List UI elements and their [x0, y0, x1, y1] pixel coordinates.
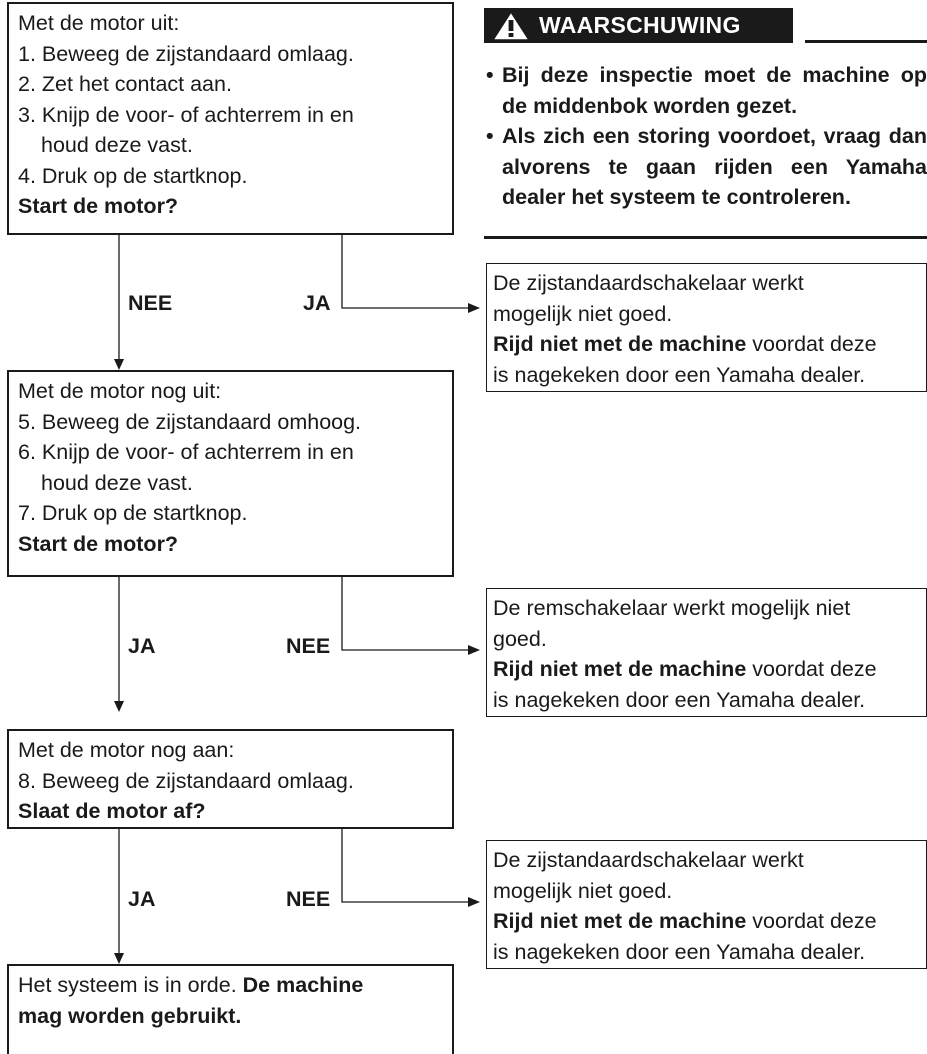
step-2-line-5: 7. Druk op de startknop. — [18, 501, 248, 525]
connector-right-2 — [341, 576, 476, 651]
result-box-1: De zijstandaardschakelaar werkt mogelijk… — [486, 263, 927, 392]
result-box-3: De zijstandaardschakelaar werkt mogelijk… — [486, 840, 927, 969]
warning-divider-top — [805, 40, 927, 43]
step-box-2: Met de motor nog uit: 5. Beweeg de zijst… — [7, 370, 454, 577]
step-2-line-4: houd deze vast. — [41, 470, 193, 495]
branch-2-right-label: NEE — [286, 634, 331, 658]
step-1-line-4: 3. Knijp de voor- of achterrem in en — [18, 102, 354, 127]
connector-right-3 — [341, 828, 476, 903]
step-1-line-5: houd deze vast. — [41, 133, 193, 157]
warning-list: • Bij deze inspectie moet de machine op d… — [486, 60, 927, 213]
result-3-line-4: is nagekeken door een Yamaha dealer. — [493, 939, 866, 964]
warning-item-1-text: Bij deze inspectie moet de machine op de… — [502, 63, 927, 118]
bullet-icon: • — [486, 124, 494, 148]
step-1-question: Start de motor? — [18, 194, 179, 218]
result-2-line-3-rest: voordat deze — [752, 657, 877, 681]
result-1-line-2: mogelijk niet goed. — [493, 301, 673, 326]
warning-triangle-icon — [491, 10, 531, 41]
step-2-line-2: 5. Beweeg de zijstandaard omhoog. — [18, 409, 362, 434]
step-1-line-3: 2. Zet het contact aan. — [18, 72, 232, 96]
warning-item-1: • Bij deze inspectie moet de machine op d… — [486, 60, 927, 121]
arrow-down-2 — [114, 701, 124, 712]
step-1-line-2: 1. Beweeg de zijstandaard omlaag. — [18, 41, 354, 66]
result-2-line-2: goed. — [493, 626, 547, 651]
final-box: Het systeem is in orde. De machine mag w… — [7, 964, 454, 1054]
step-3-line-1: Met de motor nog aan: — [18, 738, 235, 762]
step-2-line-3: 6. Knijp de voor- of achterrem in en — [18, 440, 354, 464]
final-bold-1: De machine — [242, 973, 364, 997]
step-3-line-2: 8. Beweeg de zijstandaard omlaag. — [18, 768, 354, 793]
warning-item-2: • Als zich een storing voordoet, vraag da… — [486, 121, 927, 213]
warning-title: WAARSCHUWING — [484, 8, 793, 43]
result-2-line-4: is nagekeken door een Yamaha dealer. — [493, 687, 866, 712]
result-1-line-3-rest: voordat deze — [752, 332, 877, 356]
branch-1-right-label: JA — [303, 291, 331, 315]
result-3-line-1: De zijstandaardschakelaar werkt — [493, 848, 804, 872]
arrow-right-1 — [468, 303, 480, 313]
result-1-warning-bold: Rijd niet met de machine — [493, 332, 747, 356]
warning-divider-bottom — [484, 236, 927, 239]
final-bold-2: mag worden gebruikt. — [18, 1003, 242, 1028]
warning-item-2-text: Als zich een storing voordoet, vraag dan… — [502, 124, 927, 209]
step-box-1: Met de motor uit: 1. Beweeg de zijstanda… — [7, 2, 454, 235]
result-1-line-4: is nagekeken door een Yamaha dealer. — [493, 362, 866, 387]
branch-3-down-label: JA — [128, 887, 156, 911]
arrow-down-3 — [114, 953, 124, 964]
branch-3-right-label: NEE — [286, 887, 331, 911]
result-1-line-1: De zijstandaardschakelaar werkt — [493, 271, 804, 295]
result-3-line-2: mogelijk niet goed. — [493, 878, 673, 903]
step-2-question: Start de motor? — [18, 531, 179, 556]
result-3-line-3-rest: voordat deze — [752, 909, 877, 933]
result-box-2: De remschakelaar werkt mogelijk niet goe… — [486, 588, 927, 717]
arrow-right-2 — [468, 645, 480, 655]
bullet-icon: • — [486, 63, 494, 87]
step-2-line-1: Met de motor nog uit: — [18, 379, 222, 403]
step-1-line-6: 4. Druk op de startknop. — [18, 163, 248, 188]
arrow-right-3 — [468, 897, 480, 907]
step-3-question: Slaat de motor af? — [18, 799, 206, 823]
connector-right-1 — [341, 234, 476, 309]
step-box-3: Met de motor nog aan: 8. Beweeg de zijst… — [7, 729, 454, 829]
arrow-down-1 — [114, 359, 124, 370]
result-2-warning-bold: Rijd niet met de machine — [493, 657, 747, 681]
final-text: Het systeem is in orde. — [18, 973, 237, 997]
result-2-line-1: De remschakelaar werkt mogelijk niet — [493, 596, 851, 620]
branch-1-down-label: NEE — [128, 291, 173, 315]
branch-2-down-label: JA — [128, 634, 156, 658]
result-3-warning-bold: Rijd niet met de machine — [493, 909, 747, 933]
step-1-line-1: Met de motor uit: — [18, 11, 180, 35]
